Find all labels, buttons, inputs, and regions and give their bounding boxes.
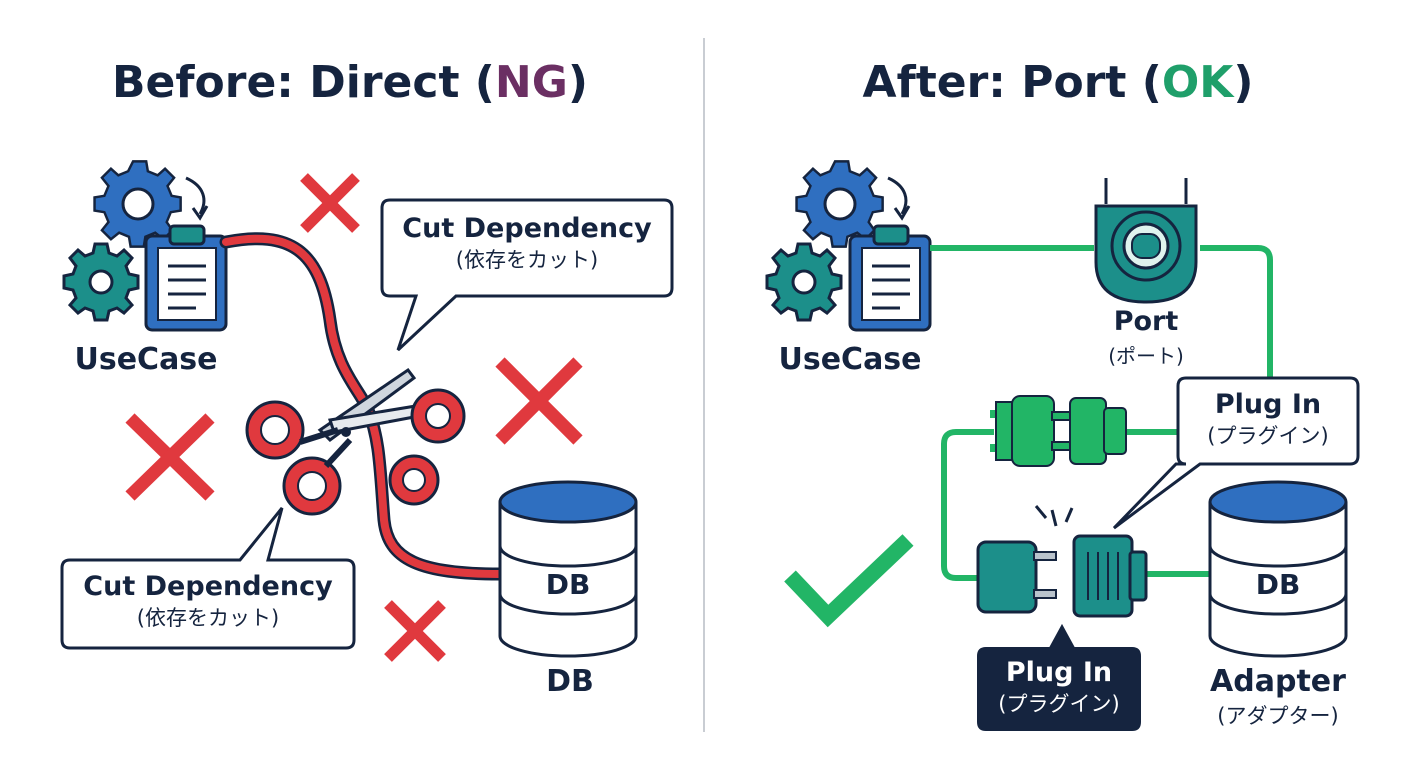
right-db-cylinder-text: DB	[1255, 568, 1301, 601]
left-bubble-bottom-text: Cut Dependency (依存をカット)	[83, 571, 333, 630]
x-mark-icon	[384, 600, 446, 662]
db-cylinder-icon	[498, 480, 638, 658]
port-socket-icon	[1094, 178, 1198, 304]
plug-in-bubble-text: Plug In (プラグイン)	[1207, 389, 1329, 448]
port-label: Port	[1113, 306, 1179, 337]
left-db-cylinder-text: DB	[545, 568, 591, 601]
x-mark-icon	[300, 173, 360, 233]
gear-icon	[795, 160, 884, 248]
x-mark-icon	[495, 357, 583, 445]
gear-small-icon	[765, 242, 843, 322]
clipboard-icon	[848, 224, 932, 332]
right-usecase-label: UseCase	[778, 342, 922, 377]
rotate-arrow-icon	[887, 176, 908, 215]
plug-in-dark-box	[977, 623, 1141, 731]
left-bubble-top-text: Cut Dependency (依存をカット)	[402, 213, 652, 272]
right-panel-title: After: Port (OK)	[862, 57, 1254, 108]
plug-in-callout-bubble	[1112, 376, 1360, 530]
adapter-db-cylinder-icon	[1208, 480, 1348, 658]
callout-bubble-bottom	[60, 507, 356, 650]
left-panel-title: Before: Direct (NG)	[112, 57, 588, 108]
left-db-label: DB	[546, 664, 594, 699]
plug-pair-green-icon	[990, 395, 1127, 467]
x-mark-icon	[125, 413, 215, 501]
port-sub-label: (ポート)	[1108, 344, 1184, 368]
plug-in-box-text: Plug In (プラグイン)	[998, 657, 1120, 716]
gear-icon	[93, 160, 182, 248]
clipboard-icon	[144, 224, 228, 332]
gear-small-icon	[62, 242, 140, 322]
adapter-label: Adapter	[1210, 664, 1346, 699]
plug-pair-teal-icon	[976, 505, 1148, 618]
scissors-icon	[245, 367, 466, 516]
check-mark-icon	[784, 534, 914, 628]
port-connection-lines	[930, 245, 1273, 581]
rotate-arrow-icon	[185, 176, 206, 215]
left-usecase-label: UseCase	[74, 342, 218, 377]
callout-bubble-top	[380, 198, 674, 352]
adapter-sub-label: (アダプター)	[1217, 704, 1339, 728]
